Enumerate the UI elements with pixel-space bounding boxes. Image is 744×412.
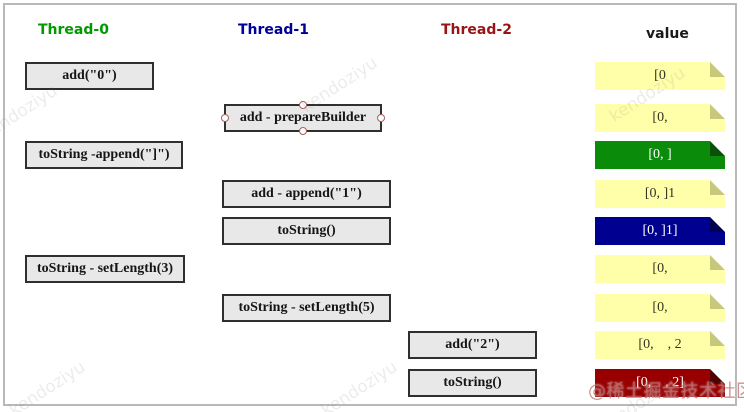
op-tostring-append[interactable]: toString -append("]") — [25, 141, 183, 169]
note-fold-corner-icon — [710, 294, 725, 309]
op-tostring-setlength5[interactable]: toString - setLength(5) — [222, 294, 391, 322]
selection-handle-left[interactable] — [221, 114, 229, 122]
note-fold-corner-icon — [710, 331, 725, 346]
note-fold-corner-icon — [710, 369, 725, 384]
value-note-9[interactable]: [0, , 2] — [595, 369, 725, 397]
selection-handle-right[interactable] — [377, 114, 385, 122]
operation-label: toString -append("]") — [38, 147, 170, 162]
column-header-thread-2: Thread-2 — [441, 22, 512, 38]
value-note-text: [0, ] — [648, 147, 672, 162]
operation-label: toString() — [443, 375, 502, 390]
operation-label: toString - setLength(5) — [238, 300, 375, 315]
value-note-3[interactable]: [0, ] — [595, 141, 725, 169]
value-note-5[interactable]: [0, ]1] — [595, 217, 725, 245]
value-note-7[interactable]: [0, — [595, 294, 725, 322]
op-tostring-2[interactable]: toString() — [408, 369, 537, 397]
value-note-4[interactable]: [0, ]1 — [595, 180, 725, 208]
value-note-text: [0, , 2 — [638, 337, 682, 352]
value-note-2[interactable]: [0, — [595, 104, 725, 132]
note-fold-corner-icon — [710, 104, 725, 119]
op-add-2[interactable]: add("2") — [408, 331, 537, 359]
value-note-text: [0, , 2] — [636, 375, 684, 390]
value-note-8[interactable]: [0, , 2 — [595, 331, 725, 359]
note-fold-corner-icon — [710, 62, 725, 77]
note-fold-corner-icon — [710, 255, 725, 270]
column-header-thread-1: Thread-1 — [238, 22, 309, 38]
value-note-1[interactable]: [0 — [595, 62, 725, 90]
op-tostring-1[interactable]: toString() — [222, 217, 391, 245]
operation-label: add("0") — [62, 68, 117, 83]
column-header-thread-0: Thread-0 — [38, 22, 109, 38]
op-add-0[interactable]: add("0") — [25, 62, 154, 90]
note-fold-corner-icon — [710, 180, 725, 195]
value-note-text: [0, — [652, 261, 668, 276]
note-fold-corner-icon — [710, 141, 725, 156]
selection-handle-bottom[interactable] — [299, 127, 307, 135]
operation-label: toString() — [277, 223, 336, 238]
watermark-kendoziyu: kendoziyu — [0, 81, 62, 145]
operation-label: add - append("1") — [251, 186, 362, 201]
watermark-kendoziyu: kendoziyu — [318, 357, 402, 412]
value-note-text: [0, ]1 — [644, 186, 676, 201]
value-note-text: [0, — [652, 300, 668, 315]
watermark-kendoziyu: kendoziyu — [6, 357, 90, 412]
operation-label: add("2") — [445, 337, 500, 352]
op-add-append-1[interactable]: add - append("1") — [222, 180, 391, 208]
column-header-value: value — [646, 26, 689, 42]
operation-label: toString - setLength(3) — [36, 261, 174, 276]
note-fold-corner-icon — [710, 217, 725, 232]
value-note-text: [0, — [652, 110, 668, 125]
op-add-preparebuilder[interactable]: add - prepareBuilder — [221, 101, 385, 135]
value-note-6[interactable]: [0, — [595, 255, 725, 283]
operation-label: add - prepareBuilder — [239, 110, 367, 125]
selection-handle-top[interactable] — [299, 101, 307, 109]
value-note-text: [0, ]1] — [642, 223, 678, 238]
value-note-text: [0 — [654, 68, 666, 83]
op-tostring-setlength3[interactable]: toString - setLength(3) — [25, 255, 185, 283]
